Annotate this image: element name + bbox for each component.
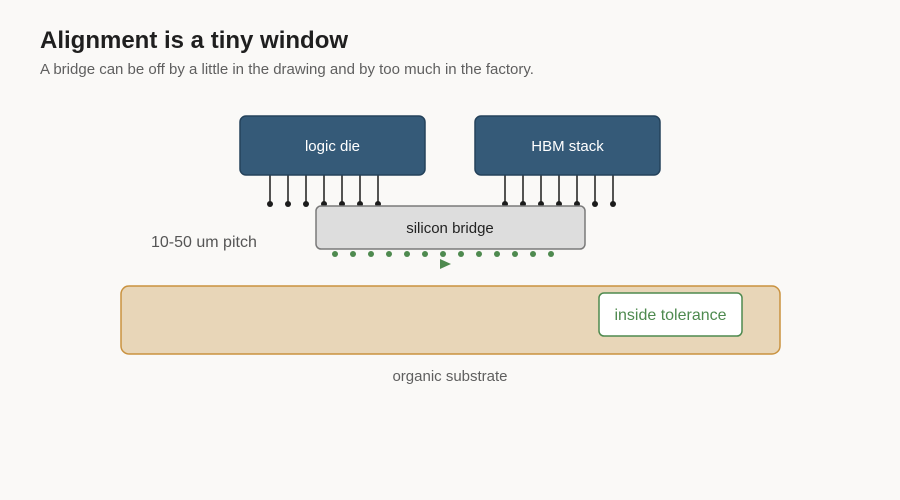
micro-bump — [548, 251, 554, 257]
hbm-stack-bumps — [502, 175, 616, 207]
silicon-bridge-label: silicon bridge — [406, 220, 494, 237]
alignment-marker-icon — [440, 259, 451, 269]
bump — [538, 175, 544, 207]
micro-bump — [386, 251, 392, 257]
micro-bump — [476, 251, 482, 257]
page-subtitle: A bridge can be off by a little in the d… — [40, 61, 534, 78]
silicon-bridge — [315, 205, 586, 250]
micro-bump — [422, 251, 428, 257]
bump — [267, 175, 273, 207]
bump — [375, 175, 381, 207]
logic-die-bumps — [267, 175, 381, 207]
hbm-stack-label: HBM stack — [531, 138, 604, 155]
substrate-label: organic substrate — [392, 368, 507, 385]
hbm-stack — [474, 115, 661, 176]
logic-die-label: logic die — [305, 138, 360, 155]
micro-bump — [494, 251, 500, 257]
micro-bump — [350, 251, 356, 257]
page-title: Alignment is a tiny window — [40, 27, 349, 54]
micro-bump — [404, 251, 410, 257]
micro-bump — [530, 251, 536, 257]
bump — [556, 175, 562, 207]
bump — [520, 175, 526, 207]
bump — [285, 175, 291, 207]
bump — [502, 175, 508, 207]
bump — [592, 175, 598, 207]
micro-bump — [332, 251, 338, 257]
bump — [321, 175, 327, 207]
bump — [339, 175, 345, 207]
micro-bump — [458, 251, 464, 257]
bump — [574, 175, 580, 207]
bridge-bumps — [332, 251, 554, 257]
pitch-label: 10-50 um pitch — [151, 234, 257, 251]
micro-bump — [368, 251, 374, 257]
tolerance-badge — [598, 292, 743, 337]
tolerance-label: inside tolerance — [614, 307, 726, 324]
bump — [303, 175, 309, 207]
micro-bump — [512, 251, 518, 257]
bump — [610, 175, 616, 207]
bump — [357, 175, 363, 207]
logic-die — [239, 115, 426, 176]
micro-bump — [440, 251, 446, 257]
